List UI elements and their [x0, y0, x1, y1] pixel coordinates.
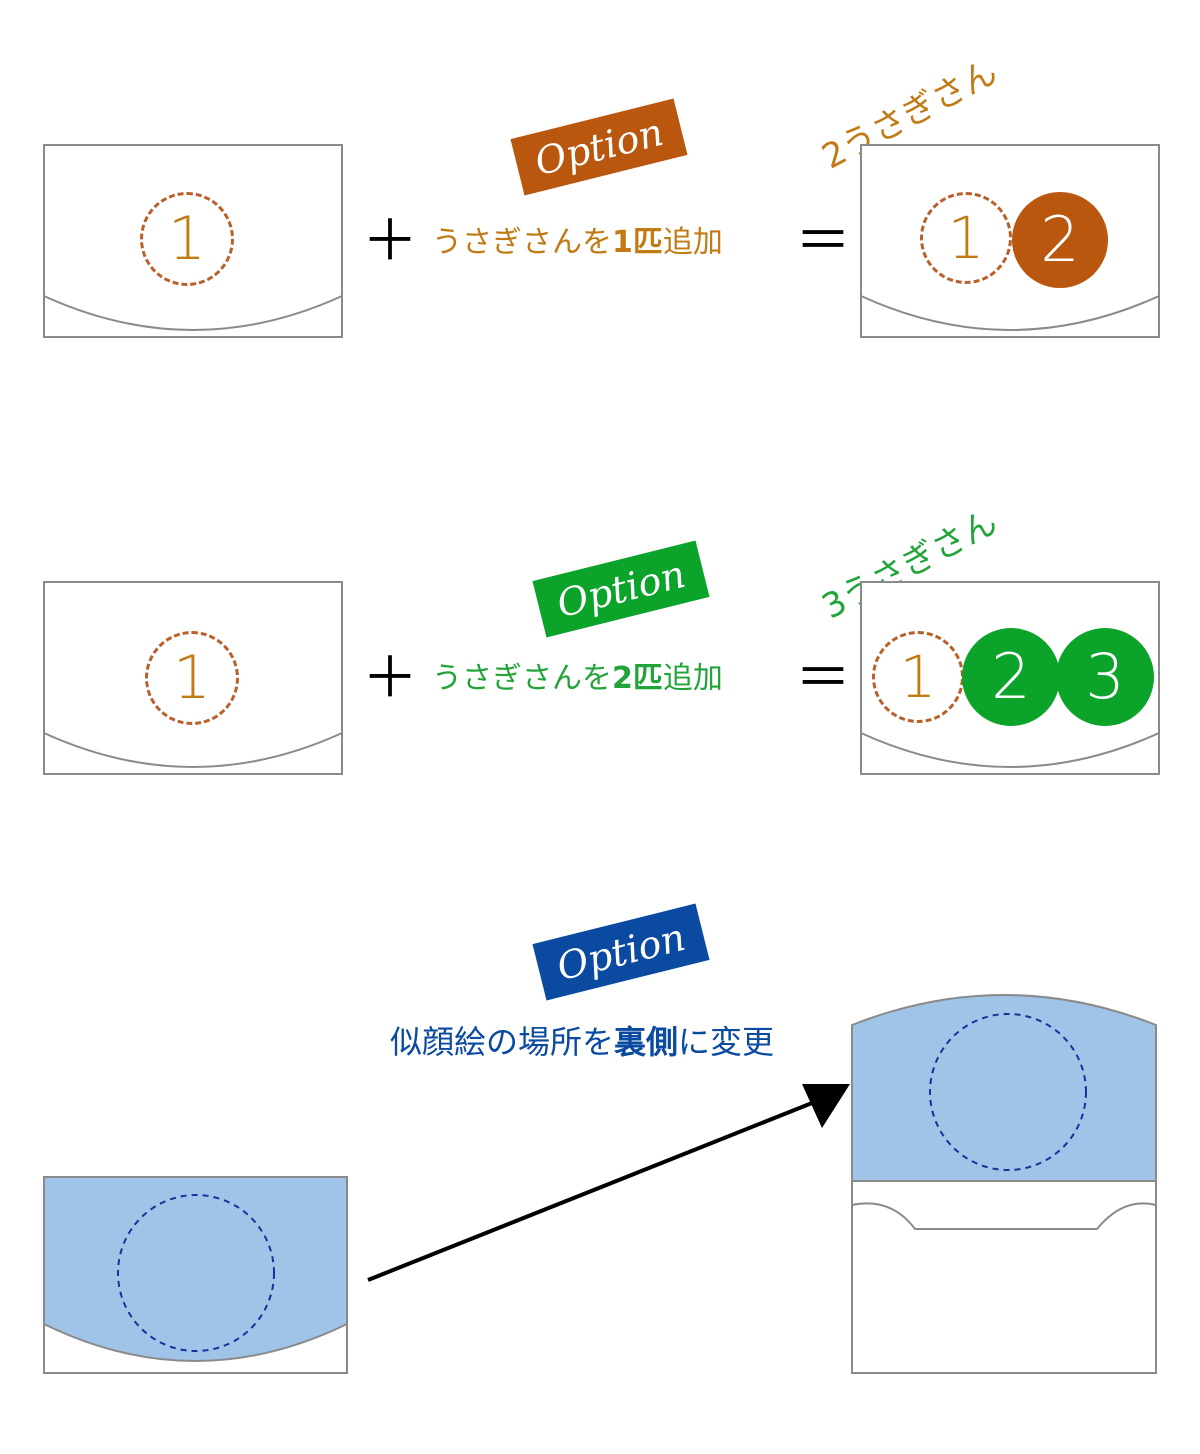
back-card [851, 985, 1157, 1375]
option-tag: Option [532, 903, 710, 1001]
result-number-3: 3 [1056, 628, 1154, 726]
caption-bold: 裏側 [614, 1023, 679, 1061]
arrow-right-icon [367, 1084, 850, 1282]
caption-pre: うさぎさんを [432, 661, 612, 696]
front-card-drawing [43, 1176, 348, 1374]
result-number-2: 2 [962, 628, 1060, 726]
option-tag-label: Option [530, 109, 668, 185]
caption-post: に変更 [678, 1023, 775, 1061]
option-tag: Option [532, 540, 710, 638]
base-number-circle: 1 [140, 192, 234, 286]
result-number-1: 1 [872, 631, 964, 723]
back-card-drawing [851, 994, 1157, 1374]
result-number-1: 1 [920, 192, 1012, 284]
row1-result-card: 1 2 [860, 144, 1160, 338]
caption-post: 追加 [662, 225, 723, 260]
caption-bold: 1匹 [612, 225, 663, 260]
row2-caption: うさぎさんを2匹追加 [432, 664, 723, 694]
equals-sign: ＝ [795, 209, 851, 274]
front-card [43, 1176, 348, 1374]
base-number-circle: 1 [145, 631, 239, 725]
caption-bold: 2匹 [612, 661, 663, 696]
plus-sign: ＋ [362, 209, 418, 274]
row2-base-card: 1 [43, 581, 343, 775]
plus-sign: ＋ [362, 646, 418, 711]
caption-post: 追加 [662, 661, 723, 696]
option-tag-label: Option [552, 914, 690, 990]
result-number-2: 2 [1012, 192, 1108, 288]
option-tag: Option [510, 98, 688, 196]
option-tag-label: Option [552, 551, 690, 627]
base-number: 1 [172, 643, 212, 713]
row3-caption: 似顔絵の場所を裏側に変更 [390, 1026, 774, 1058]
portrait-area [117, 1194, 275, 1352]
row1-base-card: 1 [43, 144, 343, 338]
caption-pre: 似顔絵の場所を [390, 1023, 615, 1061]
portrait-area [929, 1013, 1087, 1171]
row2-result-card: 1 2 3 [860, 581, 1160, 775]
row1-caption: うさぎさんを1匹追加 [432, 228, 723, 258]
equals-sign: ＝ [795, 646, 851, 711]
caption-pre: うさぎさんを [432, 225, 612, 260]
base-number: 1 [167, 204, 207, 274]
